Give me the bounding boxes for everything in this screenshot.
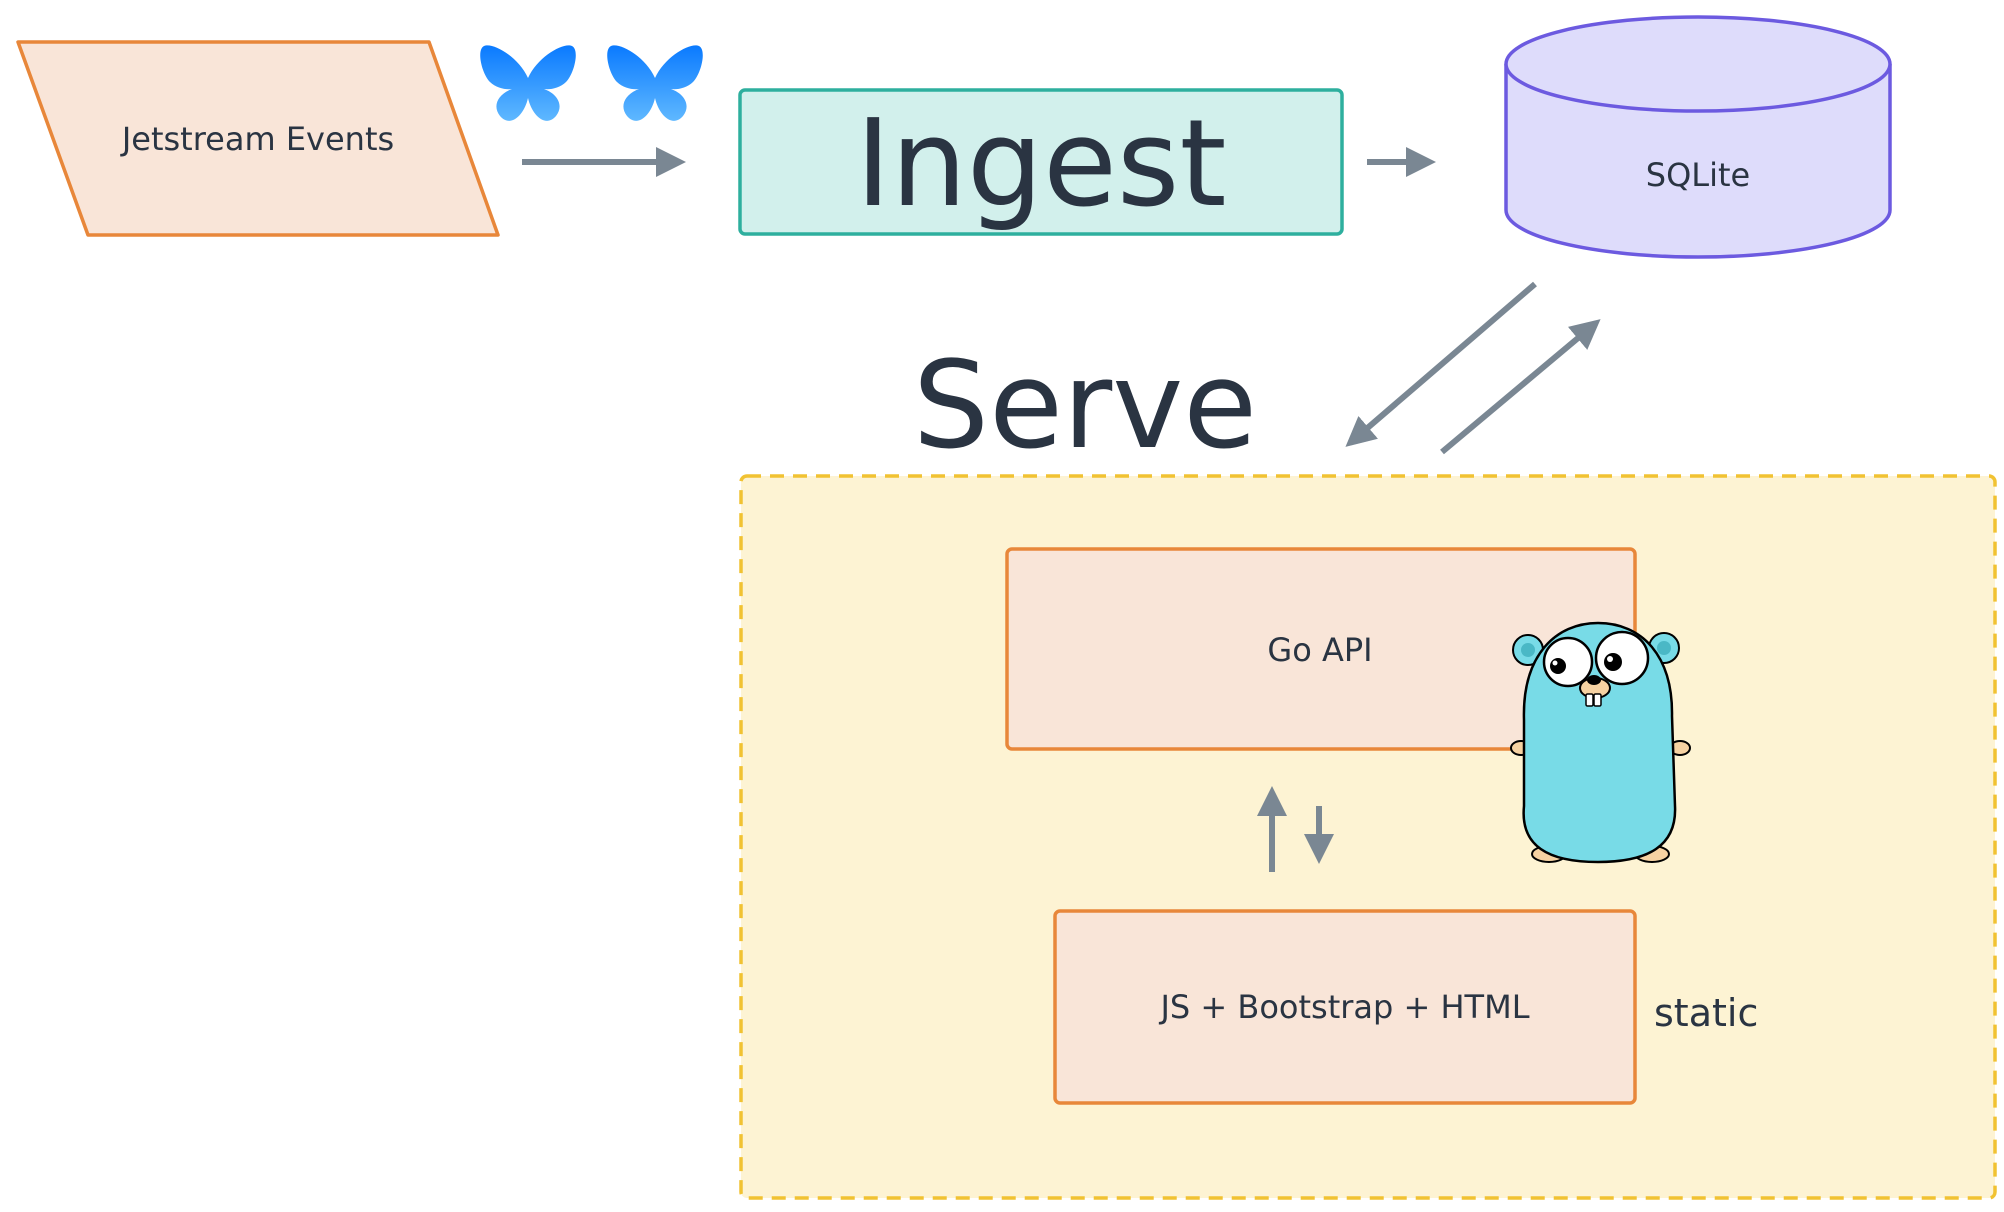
go-api-label: Go API	[1267, 631, 1372, 669]
jetstream-events-shape	[16, 40, 500, 237]
gopher-icon	[1510, 621, 1691, 864]
ingest-label: Ingest	[855, 95, 1226, 234]
jetstream-events-node: Jetstream Events	[16, 40, 500, 237]
frontend-label: JS + Bootstrap + HTML	[1158, 988, 1529, 1026]
go-api-node: Go API	[1005, 547, 1637, 751]
serve-label: Serve	[913, 337, 1257, 476]
butterfly-icon-2	[607, 45, 703, 121]
sqlite-node: SQLite	[1504, 15, 1892, 259]
ingest-node: Ingest	[738, 88, 1344, 236]
jetstream-events-label: Jetstream Events	[120, 120, 394, 158]
sqlite-cylinder-top	[1504, 15, 1892, 113]
static-label: static	[1654, 991, 1758, 1035]
ingest-box	[738, 88, 1344, 236]
sqlite-label: SQLite	[1646, 156, 1750, 194]
butterfly-icon	[480, 45, 576, 121]
frontend-box	[1053, 909, 1637, 1105]
frontend-node: JS + Bootstrap + HTML	[1053, 909, 1637, 1105]
arrow-serve-to-sqlite	[1440, 319, 1601, 455]
sqlite-cylinder-body	[1504, 64, 1892, 259]
arrow-sqlite-to-serve	[1345, 281, 1537, 447]
